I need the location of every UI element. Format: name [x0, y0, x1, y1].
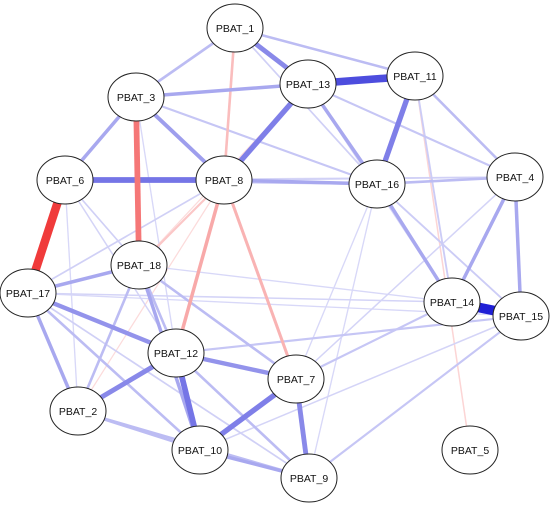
node-pbat-14: PBAT_14 — [423, 277, 481, 327]
node-circle — [0, 268, 57, 318]
edge-pbat18-pbat2 — [76, 264, 141, 412]
edge-pbat11-pbat5 — [414, 75, 471, 451]
node-label: PBAT_1 — [216, 23, 254, 35]
node-pbat-18: PBAT_18 — [110, 240, 168, 290]
node-circle — [279, 59, 337, 109]
node-pbat-6: PBAT_6 — [36, 155, 94, 205]
node-pbat-12: PBAT_12 — [147, 328, 205, 378]
node-label: PBAT_12 — [154, 348, 198, 360]
edge-pbat3-pbat18 — [133, 96, 142, 266]
node-circle — [441, 425, 499, 475]
node-circle — [267, 354, 325, 404]
edge-pbat8-pbat7 — [222, 179, 298, 380]
edge-pbat4-pbat7 — [295, 176, 516, 380]
node-circle — [107, 72, 165, 122]
node-label: PBAT_9 — [290, 473, 328, 485]
edge-pbat14-pbat7 — [295, 301, 453, 380]
node-circle — [195, 155, 253, 205]
node-label: PBAT_3 — [117, 92, 155, 104]
edge-pbat17-pbat8 — [27, 179, 225, 294]
node-circle — [492, 291, 550, 341]
node-pbat-2: PBAT_2 — [49, 386, 107, 436]
node-circle — [110, 240, 168, 290]
edge-pbat1-pbat11 — [234, 26, 416, 78]
node-pbat-9: PBAT_9 — [280, 453, 338, 503]
node-pbat-3: PBAT_3 — [107, 72, 165, 122]
node-pbat-4: PBAT_4 — [486, 152, 544, 202]
edge-pbat1-pbat8 — [222, 27, 237, 181]
node-pbat-5: PBAT_5 — [441, 425, 499, 475]
node-label: PBAT_14 — [430, 297, 474, 309]
edge-pbat15-pbat10 — [199, 315, 522, 451]
node-label: PBAT_18 — [117, 260, 161, 272]
edge-pbat8-pbat12 — [174, 179, 226, 354]
node-label: PBAT_4 — [496, 172, 534, 184]
edge-pbat15-pbat9 — [308, 315, 522, 479]
node-pbat-15: PBAT_15 — [492, 291, 550, 341]
node-circle — [36, 155, 94, 205]
edge-pbat16-pbat15 — [376, 183, 522, 317]
node-circle — [423, 277, 481, 327]
node-circle — [280, 453, 338, 503]
node-label: PBAT_11 — [393, 71, 437, 83]
node-pbat-17: PBAT_17 — [0, 268, 57, 318]
node-pbat-8: PBAT_8 — [195, 155, 253, 205]
node-label: PBAT_17 — [6, 288, 50, 300]
node-circle — [171, 425, 229, 475]
edge-pbat13-pbat4 — [307, 83, 516, 178]
node-label: PBAT_16 — [355, 179, 399, 191]
node-circle — [348, 159, 406, 209]
node-label: PBAT_2 — [59, 406, 97, 418]
node-label: PBAT_7 — [277, 374, 315, 386]
edge-pbat3-pbat12 — [135, 96, 177, 354]
edge-pbat18-pbat14 — [138, 264, 453, 303]
edge-pbat16-pbat7 — [295, 183, 378, 380]
node-circle — [49, 386, 107, 436]
node-label: PBAT_5 — [451, 445, 489, 457]
edge-pbat3-pbat13 — [135, 82, 309, 99]
node-circle — [147, 328, 205, 378]
node-pbat-1: PBAT_1 — [206, 3, 264, 53]
node-pbat-16: PBAT_16 — [348, 159, 406, 209]
node-label: PBAT_6 — [46, 175, 84, 187]
node-label: PBAT_15 — [499, 311, 543, 323]
node-circle — [206, 3, 264, 53]
edge-pbat15-pbat12 — [175, 314, 522, 355]
edge-pbat17-pbat9 — [27, 292, 310, 479]
node-pbat-7: PBAT_7 — [267, 354, 325, 404]
node-circle — [486, 152, 544, 202]
node-label: PBAT_10 — [178, 445, 222, 457]
edge-pbat18-pbat7 — [138, 263, 297, 381]
node-label: PBAT_13 — [286, 79, 330, 91]
edge-pbat11-pbat14 — [414, 75, 453, 303]
node-label: PBAT_8 — [205, 175, 243, 187]
node-pbat-13: PBAT_13 — [279, 59, 337, 109]
edge-pbat16-pbat9 — [308, 183, 378, 479]
node-circle — [386, 51, 444, 101]
node-pbat-11: PBAT_11 — [386, 51, 444, 101]
edge-pbat17-pbat10 — [27, 292, 201, 451]
node-pbat-10: PBAT_10 — [171, 425, 229, 475]
